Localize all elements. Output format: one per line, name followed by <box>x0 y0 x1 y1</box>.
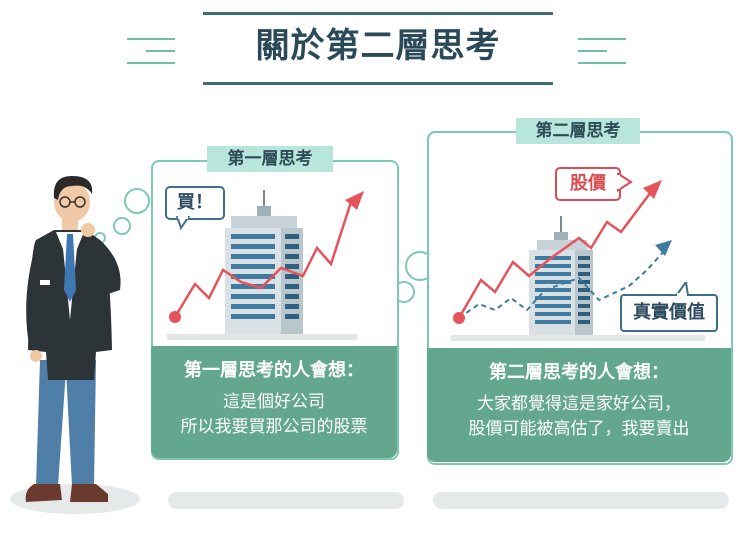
thinking-man-illustration <box>25 176 121 502</box>
right-thought-box: 第二層思考的人會想： 大家都覺得這是家好公司， 股價可能被高估了，我要賣出 <box>427 348 731 462</box>
left-chart <box>167 190 364 340</box>
ground <box>167 334 357 340</box>
deco-line <box>146 50 175 52</box>
title-bottom-rule <box>203 82 553 85</box>
tag-tail <box>674 282 690 296</box>
left-box-line: 所以我要買那公司的股票 <box>180 417 368 437</box>
left-box-line: 這是個好公司 <box>223 392 325 412</box>
price-tag-label: 股價 <box>555 167 621 201</box>
left-box-heading: 第一層思考的人會想： <box>184 360 364 381</box>
right-panel-label: 第二層思考 <box>516 118 640 144</box>
panel-shadow <box>168 492 404 509</box>
right-box-line: 股價可能被高估了，我要賣出 <box>468 419 690 439</box>
thought-bubble <box>124 188 150 214</box>
left-panel-label: 第一層思考 <box>207 146 333 172</box>
deco-line <box>127 62 175 64</box>
deco-line <box>578 50 607 52</box>
value-arrow-head <box>655 240 672 256</box>
title-area: 關於第二層思考 <box>0 0 750 100</box>
right-box-line: 大家都覺得這是家好公司， <box>477 394 681 414</box>
page-title: 關於第二層思考 <box>255 26 501 66</box>
buy-speech-bubble: 買！ <box>165 186 225 230</box>
building-icon <box>225 190 303 334</box>
value-trend-line <box>458 249 666 319</box>
price-trend-line <box>457 191 652 319</box>
start-dot <box>169 311 181 323</box>
arrow-head <box>345 191 364 210</box>
title-top-rule <box>203 12 553 15</box>
panel-shadow <box>433 492 729 509</box>
right-chart <box>451 180 705 341</box>
value-tag: 真實價值 <box>620 282 718 332</box>
price-trend-line <box>173 201 353 318</box>
deco-line <box>127 38 175 40</box>
price-arrow-head <box>643 180 662 199</box>
speech-tail <box>175 216 191 230</box>
buy-speech: 買！ <box>165 186 225 220</box>
thought-bubble <box>113 217 131 235</box>
right-box-heading: 第二層思考的人會想： <box>489 362 669 383</box>
start-dot <box>453 312 465 324</box>
deco-line <box>578 62 626 64</box>
price-tag: 股價 <box>555 167 633 201</box>
left-thought-box: 第一層思考的人會想： 這是個好公司 所以我要買那公司的股票 <box>151 346 397 458</box>
ground <box>451 335 705 341</box>
tag-tail <box>617 173 633 193</box>
deco-line <box>578 38 626 40</box>
value-tag-label: 真實價值 <box>620 294 718 332</box>
building-icon <box>529 216 593 335</box>
